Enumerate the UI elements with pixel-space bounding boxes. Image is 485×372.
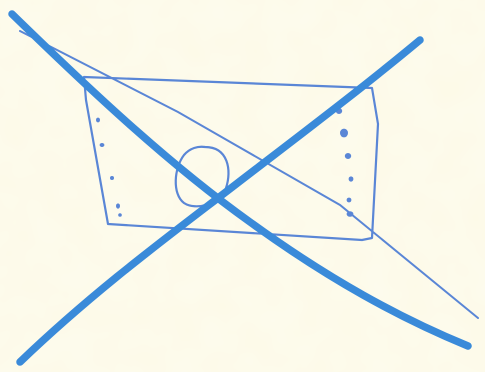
left-mark bbox=[116, 203, 120, 208]
right-mark bbox=[340, 129, 348, 138]
right-mark bbox=[347, 198, 352, 203]
left-mark bbox=[110, 176, 114, 180]
right-mark bbox=[349, 176, 354, 181]
right-mark bbox=[347, 211, 354, 217]
right-mark bbox=[345, 153, 351, 159]
left-mark bbox=[118, 213, 122, 217]
left-mark bbox=[96, 118, 100, 123]
left-mark bbox=[100, 143, 105, 147]
